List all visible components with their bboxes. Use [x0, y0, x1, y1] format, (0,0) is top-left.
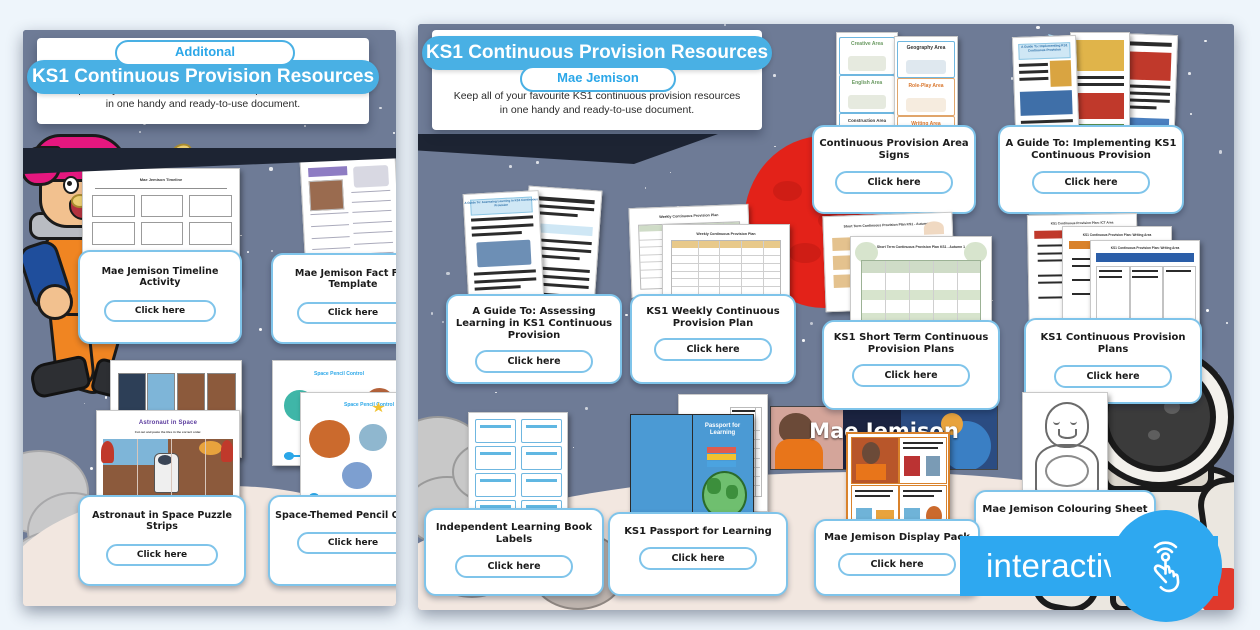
card-thumbnail [1022, 392, 1108, 504]
star [442, 321, 445, 324]
resource-card[interactable]: Passport for Learning KS1 Passport for L… [608, 394, 788, 596]
star [430, 311, 434, 315]
card-thumbnail: Space Pencil Control Space Pencil Contro… [272, 360, 396, 520]
star [644, 187, 647, 189]
star [724, 24, 727, 27]
resource-card[interactable]: A Guide To: Implementing KS1 Continuous … [998, 30, 1184, 214]
card-thumbnail: Astronaut in Space Cut out and paste the… [96, 360, 246, 520]
star [83, 402, 85, 404]
right-panel-description: Keep all of your favourite KS1 continuou… [453, 90, 741, 116]
right-panel-title: KS1 Continuous Provision Resources [422, 36, 772, 70]
click-here-button[interactable]: Click here [297, 532, 396, 555]
click-here-button[interactable]: Click here [835, 171, 953, 194]
star [584, 406, 588, 410]
star [508, 165, 512, 169]
click-here-button[interactable]: Click here [1032, 171, 1150, 194]
star [89, 466, 93, 470]
resource-card[interactable]: KS1 Continuous Provision Plan: ICT Area … [1024, 213, 1202, 404]
resource-card[interactable]: Weekly Continuous Provision Plan Weekly … [628, 188, 796, 384]
tap-hand-icon [1110, 510, 1222, 622]
star [536, 161, 539, 164]
click-here-button[interactable]: Click here [654, 338, 772, 361]
resource-card[interactable]: Mae Jemison Fact File Template Click her… [271, 155, 396, 344]
star [1188, 71, 1191, 75]
star [392, 132, 395, 135]
click-here-button[interactable]: Click here [104, 299, 216, 322]
star [809, 321, 813, 325]
star [139, 131, 142, 134]
click-here-button[interactable]: Click here [838, 553, 956, 576]
star [269, 167, 273, 171]
star [991, 299, 993, 301]
star [572, 446, 575, 449]
star [625, 313, 628, 317]
left-page-sheet: Mae Jemison Timeline [23, 30, 396, 606]
star [1204, 39, 1207, 43]
star [669, 171, 672, 174]
star [304, 124, 307, 127]
star [1225, 321, 1228, 325]
resource-card[interactable]: Astronaut in Space Cut out and paste the… [78, 360, 246, 586]
left-panel-pill: Additonal [115, 40, 295, 66]
resource-card[interactable]: A Guide To: Assessing Learning in KS1 Co… [446, 185, 622, 384]
click-here-button[interactable]: Click here [106, 543, 218, 566]
right-panel-pill: Mae Jemison [520, 66, 676, 92]
right-panel-header: Keep all of your favourite KS1 continuou… [422, 30, 772, 130]
star [494, 391, 497, 394]
click-here-button[interactable]: Click here [1054, 365, 1172, 388]
left-panel-header: Keep all of your favourite KS1 continuou… [27, 38, 379, 124]
click-here-button[interactable]: Click here [475, 350, 593, 373]
resource-card[interactable]: Independent Learning Book Labels Click h… [424, 412, 604, 596]
star [240, 234, 242, 236]
star [1189, 113, 1192, 116]
star [247, 251, 249, 253]
star [801, 338, 805, 342]
star [259, 327, 263, 332]
resource-card[interactable]: Space Pencil Control Space Pencil Contro… [268, 360, 396, 586]
interactive-badge: interactive [960, 510, 1222, 622]
resource-card[interactable]: Mae Jemison Display Pack Click here [814, 432, 980, 596]
star [1218, 150, 1223, 154]
right-page-sheet: Creative Area English Area Construction … [418, 24, 1234, 610]
click-here-button[interactable]: Click here [852, 364, 970, 387]
star [270, 250, 273, 253]
resource-card[interactable]: Mae Jemison Timeline [78, 168, 242, 344]
star [772, 73, 776, 77]
resource-card[interactable]: Creative Area English Area Construction … [812, 30, 976, 214]
star [446, 272, 450, 276]
star [379, 106, 382, 110]
star [104, 396, 108, 399]
click-here-button[interactable]: Click here [455, 555, 573, 578]
star [1010, 77, 1014, 80]
star [1205, 308, 1209, 312]
card-thumbnail [846, 432, 950, 536]
click-here-button[interactable]: Click here [297, 301, 396, 324]
star [773, 145, 776, 148]
click-here-button[interactable]: Click here [639, 547, 757, 570]
star [1036, 25, 1040, 29]
resource-card[interactable]: Short Term Continuous Provision Plan KS1… [822, 211, 1000, 410]
